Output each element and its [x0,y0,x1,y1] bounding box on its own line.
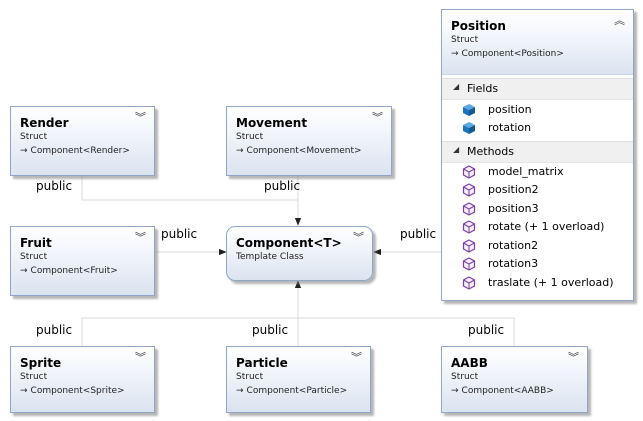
method-icon [462,276,476,290]
section-label: Methods [467,145,514,158]
base-type: Component<Fruit> [30,266,118,276]
inherits-arrow-icon: → [20,146,28,156]
method-icon [462,202,476,216]
triangle-left-icon: ◢ [453,82,460,91]
method-name: model_matrix [488,165,564,178]
method-icon [462,257,476,271]
class-box-fruit[interactable]: Fruit Struct →Component<Fruit> ︾ [10,226,155,296]
inherits-arrow-icon: → [451,386,459,396]
base-type: Component<AABB> [461,386,554,396]
base-type: Component<Render> [30,146,130,156]
inherits-arrow-icon: → [236,386,244,396]
method-name: position2 [488,183,539,196]
field-name: rotation [488,121,532,134]
chevron-double-down-icon[interactable]: ︾ [353,231,364,244]
class-stereotype: Struct [451,35,479,45]
class-box-position[interactable]: Position Struct →Component<Position> ︽ ◢… [441,9,634,301]
class-base: →Component<Particle> [236,386,347,396]
method-name: position3 [488,202,539,215]
class-base: →Component<AABB> [451,386,554,396]
class-title: Particle [236,356,288,370]
method-icon [462,183,476,197]
inherits-arrow-icon: → [451,49,459,59]
chevron-double-down-icon[interactable]: ︾ [135,231,146,244]
edge-render [81,176,298,201]
class-title: Render [20,116,69,130]
edge-label-movement: public [264,179,301,193]
class-base: →Component<Sprite> [20,386,125,396]
class-title: Movement [236,116,308,130]
field-icon [463,122,475,134]
method-name: rotate (+ 1 overload) [488,220,605,233]
method-name: rotation2 [488,239,539,252]
class-box-particle[interactable]: Particle Struct →Component<Particle> ︾ [226,346,371,413]
inherits-arrow-icon: → [20,386,28,396]
class-stereotype: Struct [236,372,264,382]
class-stereotype: Struct [20,372,48,382]
method-name: traslate (+ 1 overload) [488,276,614,289]
class-box-sprite[interactable]: Sprite Struct →Component<Sprite> ︾ [10,346,155,413]
methods-section-header[interactable]: ◢ Methods [442,141,633,163]
method-icon [462,239,476,253]
class-box-movement[interactable]: Movement Struct →Component<Movement> ︾ [226,106,392,176]
class-base: →Component<Position> [451,49,564,59]
fields-section-header[interactable]: ◢ Fields [442,78,633,100]
chevron-double-up-icon[interactable]: ︽ [614,14,625,27]
class-base: →Component<Fruit> [20,266,118,276]
edge-sprite [81,317,298,346]
class-title: Component<T> [236,236,342,250]
class-title: Fruit [20,236,52,250]
class-box-render[interactable]: Render Struct →Component<Render> ︾ [10,106,155,176]
class-header: Position Struct →Component<Position> ︽ [442,10,633,75]
class-base: →Component<Render> [20,146,130,156]
class-stereotype: Struct [236,132,264,142]
edge-label-sprite: public [36,323,73,337]
class-stereotype: Struct [20,132,48,142]
chevron-double-down-icon[interactable]: ︾ [568,351,579,364]
base-type: Component<Position> [461,49,564,59]
class-stereotype: Struct [451,372,479,382]
chevron-double-down-icon[interactable]: ︾ [372,111,383,124]
class-title: Sprite [20,356,62,370]
edge-aabb [298,317,515,346]
inherits-arrow-icon: → [236,146,244,156]
edge-label-aabb: public [468,323,505,337]
method-name: rotation3 [488,257,539,270]
class-stereotype: Template Class [236,252,304,262]
inherits-arrow-icon: → [20,266,28,276]
class-box-component[interactable]: Component<T> Template Class ︾ [226,226,373,281]
chevron-double-down-icon[interactable]: ︾ [351,351,362,364]
base-type: Component<Sprite> [30,386,125,396]
class-base: →Component<Movement> [236,146,362,156]
class-box-aabb[interactable]: AABB Struct →Component<AABB> ︾ [441,346,588,413]
method-icon [462,165,476,179]
edge-label-particle: public [252,323,289,337]
edge-label-position: public [400,227,437,241]
class-stereotype: Struct [20,252,48,262]
edge-label-fruit: public [161,227,198,241]
class-title: Position [451,19,506,33]
method-icon [462,220,476,234]
field-name: position [488,103,532,116]
section-label: Fields [467,82,499,95]
triangle-left-icon: ◢ [453,145,460,154]
field-icon [463,104,475,116]
base-type: Component<Movement> [246,146,362,156]
chevron-double-down-icon[interactable]: ︾ [135,111,146,124]
class-title: AABB [451,356,488,370]
edge-label-render: public [36,179,73,193]
base-type: Component<Particle> [246,386,348,396]
chevron-double-down-icon[interactable]: ︾ [135,351,146,364]
